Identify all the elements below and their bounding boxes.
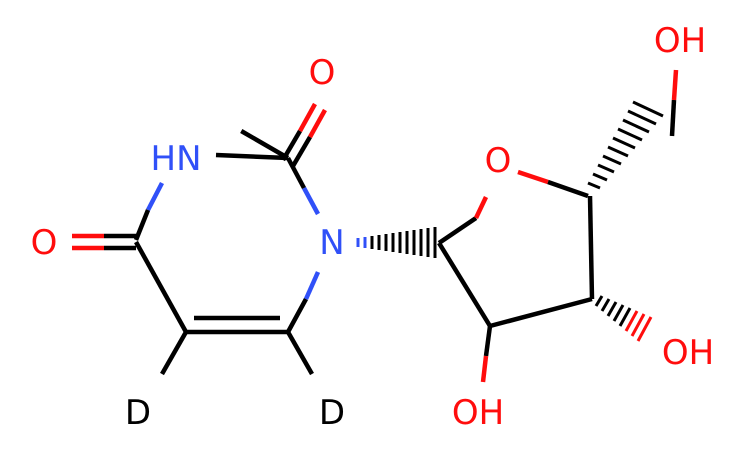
bond-c2-o2-a-black [281, 129, 302, 162]
bond-n3-c4-black [133, 209, 151, 241]
bond-c5p-o5p-black [669, 99, 677, 137]
bond-c2p-o2p-black [483, 325, 493, 357]
bond-c2-n3-seg [215, 152, 289, 161]
bond-c1p-oring-black [437, 216, 478, 245]
bond-n1-c2-black [286, 156, 306, 190]
atom-label-d5: D [125, 393, 151, 433]
atom-label-o4: O [31, 223, 58, 263]
bond-oring-c4p-black [547, 179, 589, 199]
atom-label-o-ring: O [485, 141, 512, 181]
bond-n1-c2-blue [302, 186, 320, 216]
bond-c6-n1-blue [303, 271, 321, 300]
atom-label-n1: N [319, 223, 344, 263]
atom-label-o2p: OH [452, 393, 504, 433]
bond-c6-d6 [286, 330, 314, 376]
c3p-o3p-hashed-wedge [594, 295, 653, 342]
atom-label-n3: HN [151, 139, 202, 179]
bond-c5p-o5p-red [671, 69, 679, 101]
n1-c1p-hashed-wedge [356, 227, 437, 258]
bond-c2p-o2p-red [480, 355, 489, 383]
bond-c3p-c4p [587, 195, 595, 300]
atom-label-o5p: OH [654, 21, 706, 61]
atom-label-o3p: OH [662, 333, 714, 373]
bond-c2-o2-b-black [291, 135, 312, 168]
bond-c6-n1-black [286, 297, 308, 334]
c4p-c5p-hashed-wedge [587, 100, 664, 190]
bond-c4-c5 [134, 240, 188, 334]
uracil-ring-bonds [72, 102, 327, 376]
ribose-ring-bonds [437, 169, 595, 383]
atom-label-d6: D [319, 393, 345, 433]
bond-c1p-c2p [437, 241, 492, 328]
bond-c1p-oring-red [473, 196, 489, 219]
bond-c2-o2-b-red [308, 108, 327, 139]
bond-c2-o2-a-red [298, 102, 317, 133]
bond-c5-d5 [160, 330, 188, 376]
bond-n3-c4-blue [146, 181, 164, 212]
bond-oring-c4p-red [517, 169, 549, 185]
bond-c2-n3 [240, 129, 290, 160]
bond-c2p-c3p [489, 296, 593, 329]
atom-label-o2: O [309, 53, 336, 93]
